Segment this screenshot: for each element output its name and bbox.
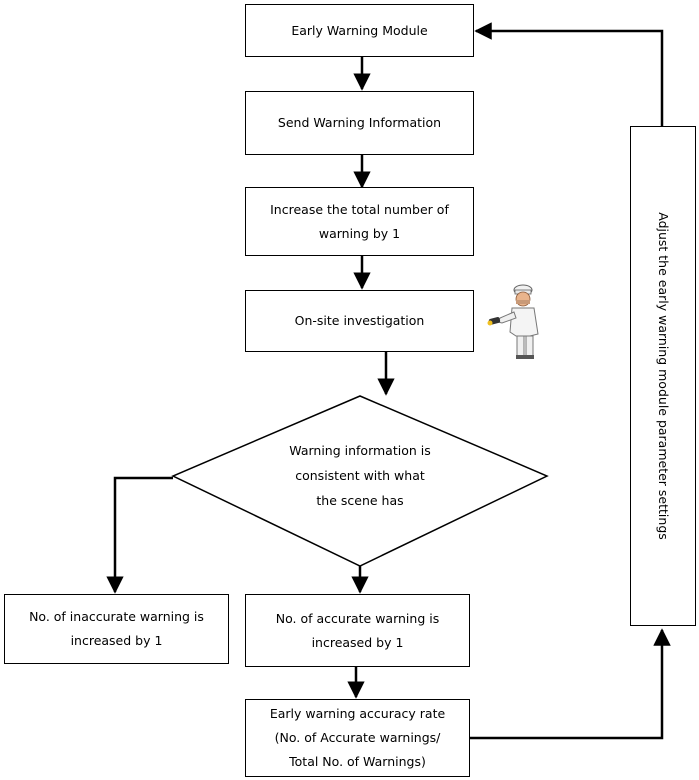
- accuracy-rate-label-line1: Early warning accuracy rate: [269, 706, 446, 721]
- onsite-investigation-box: On-site investigation: [245, 290, 474, 352]
- arrow-rate-to-adjust: [470, 628, 671, 740]
- inaccurate-label-line2: increased by 1: [70, 633, 163, 648]
- accurate-warning-box: No. of accurate warning is increased by …: [245, 594, 470, 667]
- increase-total-box: Increase the total number of warning by …: [245, 187, 474, 256]
- adjust-settings-box: [630, 126, 696, 626]
- early-warning-module-label: Early Warning Module: [291, 22, 428, 38]
- inaccurate-label-line1: No. of inaccurate warning is: [29, 609, 204, 624]
- increase-total-label-line2: warning by 1: [318, 225, 401, 241]
- decision-label-line2: consistent with what: [295, 468, 425, 483]
- decision-label-line1: Warning information is: [289, 443, 431, 458]
- accurate-label-line1: No. of accurate warning is: [275, 610, 440, 626]
- increase-total-label-line1: Increase the total number of: [270, 201, 449, 217]
- send-warning-box: Send Warning Information: [245, 91, 474, 155]
- onsite-investigation-label: On-site investigation: [294, 313, 425, 328]
- accuracy-rate-label-line2: (No. of Accurate warnings/: [274, 730, 441, 745]
- inaccurate-warning-box: No. of inaccurate warning is increased b…: [4, 594, 229, 664]
- send-warning-label: Send Warning Information: [277, 115, 442, 130]
- accurate-label-line2: increased by 1: [311, 634, 404, 650]
- decision-label-line3: the scene has: [316, 493, 404, 508]
- decision-text: Warning information is consistent with w…: [250, 438, 470, 513]
- early-warning-module-box: Early Warning Module: [245, 4, 474, 57]
- accuracy-rate-box: Early warning accuracy rate (No. of Accu…: [245, 699, 470, 777]
- investigator-with-flashlight-icon: [487, 284, 539, 359]
- arrow-decision-to-inaccurate: [106, 476, 173, 594]
- adjust-settings-label: Adjust the early warning module paramete…: [656, 212, 671, 540]
- arrow-adjust-to-module: [474, 22, 664, 126]
- accuracy-rate-label-line3: Total No. of Warnings): [289, 754, 426, 769]
